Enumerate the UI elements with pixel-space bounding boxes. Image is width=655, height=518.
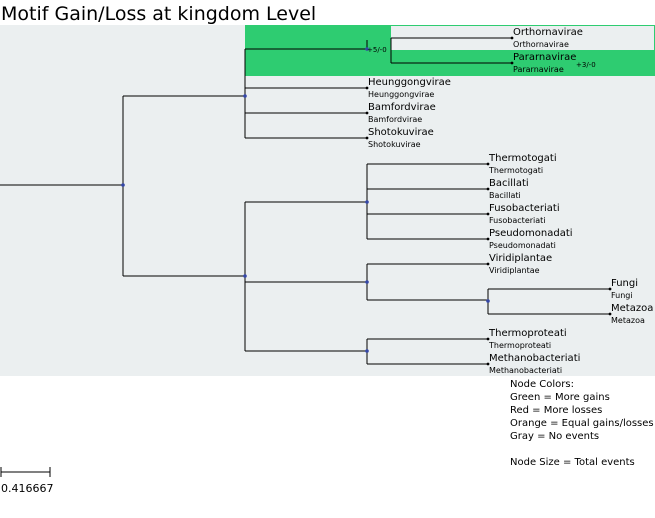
leaf-dot-thermotogati xyxy=(486,162,490,166)
leaf-label-bamfordvirae: Bamfordvirae xyxy=(368,102,436,113)
leaf-dot-metazoa xyxy=(608,312,612,316)
legend-line-6: Node Size = Total events xyxy=(510,457,635,468)
leaf-sublabel-fungi: Fungi xyxy=(611,291,633,300)
leaf-dot-fusobacteriati xyxy=(486,212,490,216)
leaf-label-metazoa: Metazoa xyxy=(611,303,653,314)
node-dot-eukaryota xyxy=(365,280,369,284)
tree-node-dots xyxy=(121,47,490,353)
leaf-dot-methanobacteriati xyxy=(486,362,490,366)
leaf-dot-bamfordvirae xyxy=(365,111,369,115)
node-dot-opisthokonta xyxy=(486,299,490,303)
leaf-label-pararnavirae: Pararnavirae xyxy=(513,52,576,63)
leaf-label-viridiplantae: Viridiplantae xyxy=(489,253,552,264)
leaf-dot-shotokuvirae xyxy=(365,136,369,140)
leaf-labels: OrthornaviraeOrthornaviraePararnaviraePa… xyxy=(365,27,653,375)
node-dot-archaea xyxy=(365,349,369,353)
leaf-sublabel-bacillati: Bacillati xyxy=(489,191,521,200)
leaf-label-pseudomonadati: Pseudomonadati xyxy=(489,228,573,239)
node-dot-viruses xyxy=(243,94,247,98)
scale-bar xyxy=(0,467,51,477)
leaf-dot-heunggongvirae xyxy=(365,86,369,90)
event-label-pararnavirae: +3/-0 xyxy=(576,61,596,69)
leaf-sublabel-shotokuvirae: Shotokuvirae xyxy=(368,140,421,149)
leaf-sublabel-viridiplantae: Viridiplantae xyxy=(489,266,540,275)
leaf-label-bacillati: Bacillati xyxy=(489,178,529,189)
leaf-dot-pseudomonadati xyxy=(486,237,490,241)
leaf-dot-bacillati xyxy=(486,187,490,191)
node-dot-bacteria xyxy=(365,200,369,204)
leaf-label-thermotogati: Thermotogati xyxy=(488,153,557,164)
leaf-sublabel-pseudomonadati: Pseudomonadati xyxy=(489,241,556,250)
leaf-dot-thermoproteati xyxy=(486,337,490,341)
leaf-sublabel-thermoproteati: Thermoproteati xyxy=(488,341,551,350)
node-dot-root xyxy=(121,183,125,187)
legend-line-4: Gray = No events xyxy=(510,431,599,442)
leaf-sublabel-orthornavirae: Orthornavirae xyxy=(513,40,569,49)
leaf-sublabel-pararnavirae: Pararnavirae xyxy=(513,65,564,74)
leaf-label-fungi: Fungi xyxy=(611,278,638,289)
leaf-label-orthornavirae: Orthornavirae xyxy=(513,27,583,38)
leaf-sublabel-methanobacteriati: Methanobacteriati xyxy=(489,366,562,375)
leaf-sublabel-fusobacteriati: Fusobacteriati xyxy=(489,216,546,225)
event-labels: +5/-0 +3/-0 xyxy=(367,46,596,69)
leaf-sublabel-metazoa: Metazoa xyxy=(611,316,645,325)
leaf-dot-pararnavirae xyxy=(510,61,514,65)
event-label-internal-orthornavirae-pararnavirae: +5/-0 xyxy=(367,46,387,54)
leaf-sublabel-bamfordvirae: Bamfordvirae xyxy=(368,115,422,124)
leaf-label-thermoproteati: Thermoproteati xyxy=(488,328,567,339)
legend-line-3: Orange = Equal gains/losses xyxy=(510,418,654,429)
node-dot-riboviria xyxy=(365,47,369,51)
leaf-label-shotokuvirae: Shotokuvirae xyxy=(368,127,434,138)
leaf-label-heunggongvirae: Heunggongvirae xyxy=(368,77,451,88)
legend-line-1: Green = More gains xyxy=(510,392,610,403)
leaf-label-fusobacteriati: Fusobacteriati xyxy=(489,203,560,214)
tree-branches xyxy=(0,37,610,365)
leaf-sublabel-heunggongvirae: Heunggongvirae xyxy=(368,90,434,99)
legend-line-0: Node Colors: xyxy=(510,379,574,390)
legend-line-2: Red = More losses xyxy=(510,405,602,416)
leaf-label-methanobacteriati: Methanobacteriati xyxy=(489,353,580,364)
leaf-dot-orthornavirae xyxy=(510,36,514,40)
tree-title: Motif Gain/Loss at kingdom Level xyxy=(1,3,316,25)
leaf-dot-fungi xyxy=(608,287,612,291)
node-dot-cellular xyxy=(243,274,247,278)
leaf-dot-viridiplantae xyxy=(486,262,490,266)
leaf-sublabel-thermotogati: Thermotogati xyxy=(488,166,543,175)
scale-bar-label: 0.416667 xyxy=(1,482,54,495)
tree-background-panel xyxy=(0,25,655,376)
